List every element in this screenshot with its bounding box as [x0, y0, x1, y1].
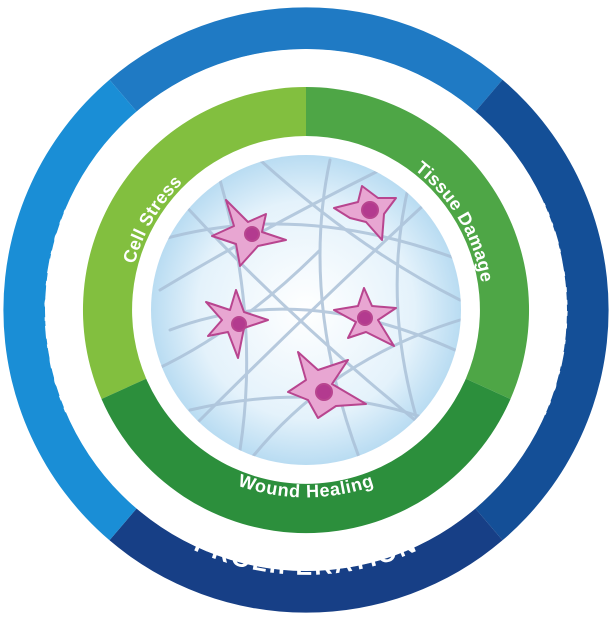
inner-segment-cell-stress [82, 86, 306, 399]
cell-group [205, 185, 397, 419]
cell-2-nucleus [361, 201, 379, 219]
cell-1 [211, 199, 287, 267]
cell-2 [333, 185, 397, 241]
cell-5-nucleus [315, 383, 333, 401]
cell-1-nucleus [244, 226, 260, 242]
inner-segment-tissue-damage [306, 87, 530, 399]
center-disc [151, 155, 461, 465]
outer-segment-initiation [109, 7, 503, 112]
cell-3 [205, 289, 269, 359]
inner-ring [82, 86, 530, 534]
outer-ring [3, 7, 609, 613]
outer-segment-proliferation [109, 508, 503, 613]
inner-segment-wound-healing [101, 378, 511, 534]
outer-segment-inflammation [475, 79, 609, 541]
outer-segment-modification [3, 79, 137, 541]
cell-3-nucleus [231, 316, 247, 332]
cell-5 [287, 351, 367, 419]
cell-4-nucleus [357, 310, 373, 326]
cell-4 [333, 287, 397, 347]
